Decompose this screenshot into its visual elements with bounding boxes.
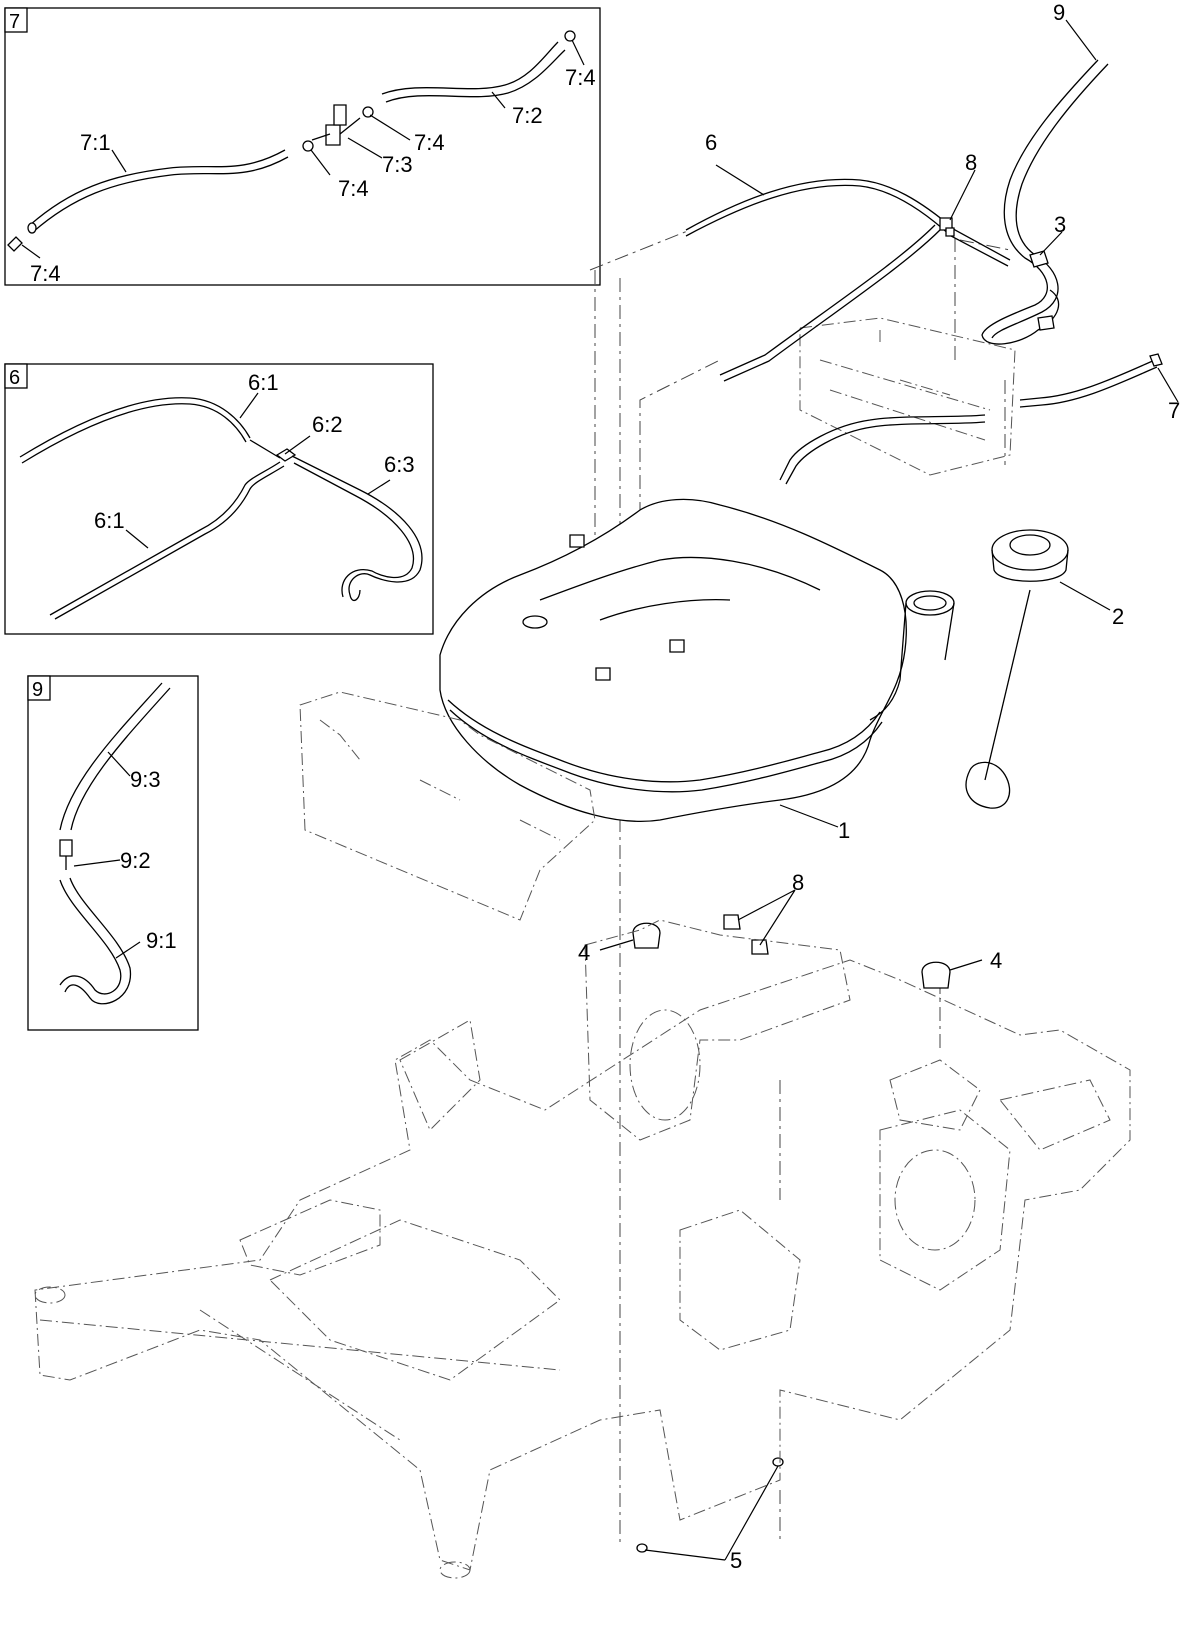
bumper-4-right [921, 961, 951, 989]
filler-neck [905, 590, 955, 616]
tube-6 [685, 178, 1011, 261]
inset-7: 7 7:1 7:2 7:3 7:4 7:4 7:4 7:4 [4, 7, 601, 286]
callout-7: 7 [1168, 398, 1180, 423]
inset-9-number: 9 [32, 679, 43, 701]
clamp-7-4-mid-left [302, 140, 314, 152]
inset-6: 6 6:1 6:1 6:2 6:3 [4, 363, 434, 635]
fuel-cap [991, 529, 1069, 571]
clamp-7-4-left [7, 236, 23, 252]
callout-4-left: 4 [578, 940, 590, 965]
callout-6-1-a: 6:1 [248, 370, 279, 395]
tube-6-1-upper [19, 397, 251, 458]
callout-7-4-b: 7:4 [338, 176, 369, 201]
fuel-tank [439, 498, 907, 823]
callout-9-3: 9:3 [130, 767, 161, 792]
hose-6-3 [291, 455, 423, 602]
callout-7-2: 7:2 [512, 103, 543, 128]
tank-fitting-front [595, 667, 611, 681]
callout-2: 2 [1112, 604, 1124, 629]
clamp-3 [1029, 250, 1049, 268]
fuel-cap-tether [984, 589, 1031, 781]
hose-9 [981, 59, 1099, 345]
inset-6-number-box [4, 363, 28, 389]
tube-6-1-lower [49, 461, 281, 616]
clip-8-a [723, 914, 741, 930]
ghost-chassis-frame [34, 919, 1131, 1579]
callout-1: 1 [838, 818, 850, 843]
inset-6-number: 6 [9, 367, 20, 389]
callout-7-4-a: 7:4 [414, 130, 445, 155]
bumper-4-left [632, 922, 661, 949]
inset-9-frame [27, 675, 199, 1031]
hose-9-1 [59, 879, 122, 995]
ghost-upper-plate [799, 317, 1016, 476]
inset-9: 9 9:3 9:2 9:1 [27, 675, 199, 1031]
callout-7-4-d: 7:4 [30, 261, 61, 286]
tank-fitting-left [569, 534, 585, 548]
main-assembly: 9 6 8 3 7 2 1 8 4 4 5 [34, 0, 1180, 1579]
callout-8-lower: 8 [792, 870, 804, 895]
tube-7 [1019, 359, 1156, 401]
tee-6-2 [275, 448, 297, 462]
callout-7-3: 7:3 [382, 152, 413, 177]
hose-9-3 [59, 682, 163, 831]
hose-7-1 [29, 149, 286, 226]
callout-3: 3 [1054, 212, 1066, 237]
nut-5-left [636, 1543, 648, 1553]
connector-9-2 [59, 839, 73, 857]
callout-7-1: 7:1 [80, 130, 111, 155]
callout-9: 9 [1053, 0, 1065, 25]
callout-9-1: 9:1 [146, 928, 177, 953]
callout-8-upper: 8 [965, 150, 977, 175]
callout-7-4-c: 7:4 [565, 65, 596, 90]
callout-6: 6 [705, 130, 717, 155]
inset-6-frame [4, 363, 434, 635]
clamp-7-4-mid-right [362, 106, 374, 118]
nut-5-right [772, 1457, 784, 1467]
ghost-bracket [299, 691, 596, 921]
callout-9-2: 9:2 [120, 848, 151, 873]
inset-9-number-box [27, 675, 51, 701]
callout-4-right: 4 [990, 948, 1002, 973]
inset-7-number: 7 [9, 11, 20, 33]
callout-6-2: 6:2 [312, 412, 343, 437]
clip-8-b [751, 939, 769, 955]
inset-7-number-box [4, 7, 28, 33]
fuel-cap-retainer [965, 761, 1011, 809]
tank-fitting-center [669, 639, 685, 653]
callout-6-1-b: 6:1 [94, 508, 125, 533]
clamp-7-4-top [564, 30, 576, 42]
callout-5: 5 [730, 1548, 742, 1573]
callout-6-3: 6:3 [384, 452, 415, 477]
hose-7-2 [381, 41, 559, 95]
